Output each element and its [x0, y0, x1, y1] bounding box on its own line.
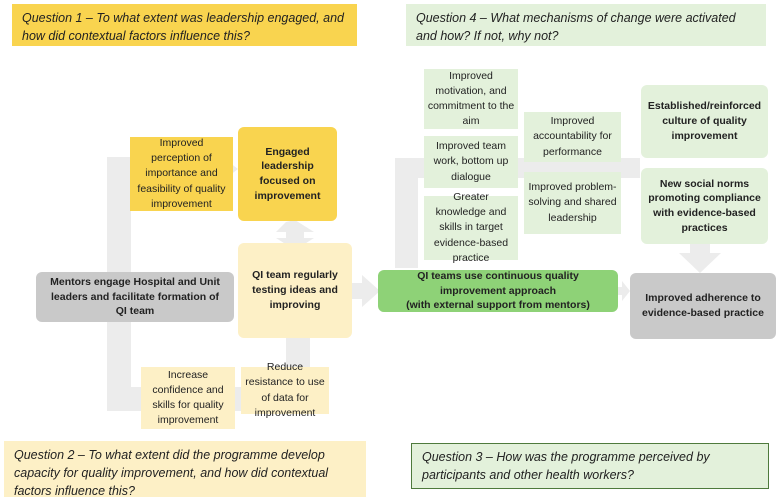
social-norms-label: New social norms promoting compliance wi…	[648, 177, 761, 234]
label-knowledge-text: Greater knowledge and skills in target e…	[433, 190, 509, 264]
label-problem-solving: Improved problem-solving and shared lead…	[524, 172, 621, 234]
label-perception-text: Improved perception of importance and fe…	[137, 136, 226, 210]
arrow-to-qi-teams-use	[352, 275, 380, 307]
arrow-to-adherence	[618, 281, 630, 301]
question-4: Question 4 – What mechanisms of change w…	[406, 4, 766, 46]
double-arrow-vertical	[276, 220, 314, 250]
label-teamwork-text: Improved team work, bottom up dialogue	[433, 140, 509, 183]
label-problem-solving-text: Improved problem-solving and shared lead…	[528, 181, 617, 224]
engaged-leadership-node: Engaged leadership focused on improvemen…	[238, 127, 337, 221]
culture-node: Established/reinforced culture of qualit…	[641, 85, 768, 158]
qi-teams-use-label: QI teams use continuous quality improvem…	[417, 269, 579, 297]
label-motivation: Improved motivation, and commitment to t…	[424, 69, 518, 129]
engaged-leadership-label: Engaged leadership focused on improvemen…	[254, 145, 321, 202]
label-resistance: Reduce resistance to use of data for imp…	[241, 361, 329, 419]
label-perception: Improved perception of importance and fe…	[130, 137, 233, 211]
label-accountability-text: Improved accountability for performance	[533, 115, 612, 158]
label-confidence-text: Increase confidence and skills for quali…	[152, 368, 224, 427]
label-accountability: Improved accountability for performance	[524, 112, 621, 162]
arrow-up-to-mechanisms	[395, 158, 640, 268]
qi-teams-use-sub-label: (with external support from mentors)	[406, 299, 590, 312]
mentors-node-label: Mentors engage Hospital and Unit leaders…	[50, 275, 220, 318]
qi-teams-use-node: QI teams use continuous quality improvem…	[378, 270, 618, 312]
question-3: Question 3 – How was the programme perce…	[411, 443, 769, 489]
label-knowledge: Greater knowledge and skills in target e…	[424, 191, 518, 264]
label-confidence: Increase confidence and skills for quali…	[141, 367, 235, 429]
question-2: Question 2 – To what extent did the prog…	[4, 441, 366, 498]
culture-label: Established/reinforced culture of qualit…	[647, 100, 762, 142]
label-motivation-text: Improved motivation, and commitment to t…	[427, 69, 515, 128]
mentors-node: Mentors engage Hospital and Unit leaders…	[36, 272, 234, 322]
qi-team-testing-label: QI team regularly testing ideas and impr…	[252, 269, 338, 311]
qi-team-testing-node: QI team regularly testing ideas and impr…	[238, 243, 352, 338]
label-resistance-text: Reduce resistance to use of data for imp…	[245, 361, 325, 419]
question-1: Question 1 – To what extent was leadersh…	[12, 4, 357, 46]
social-norms-node: New social norms promoting compliance wi…	[641, 168, 768, 244]
arrow-down-to-adherence	[679, 244, 721, 273]
improved-adherence-label: Improved adherence to evidence-based pra…	[642, 292, 764, 319]
label-teamwork: Improved team work, bottom up dialogue	[424, 136, 518, 188]
improved-adherence-node: Improved adherence to evidence-based pra…	[630, 273, 776, 339]
